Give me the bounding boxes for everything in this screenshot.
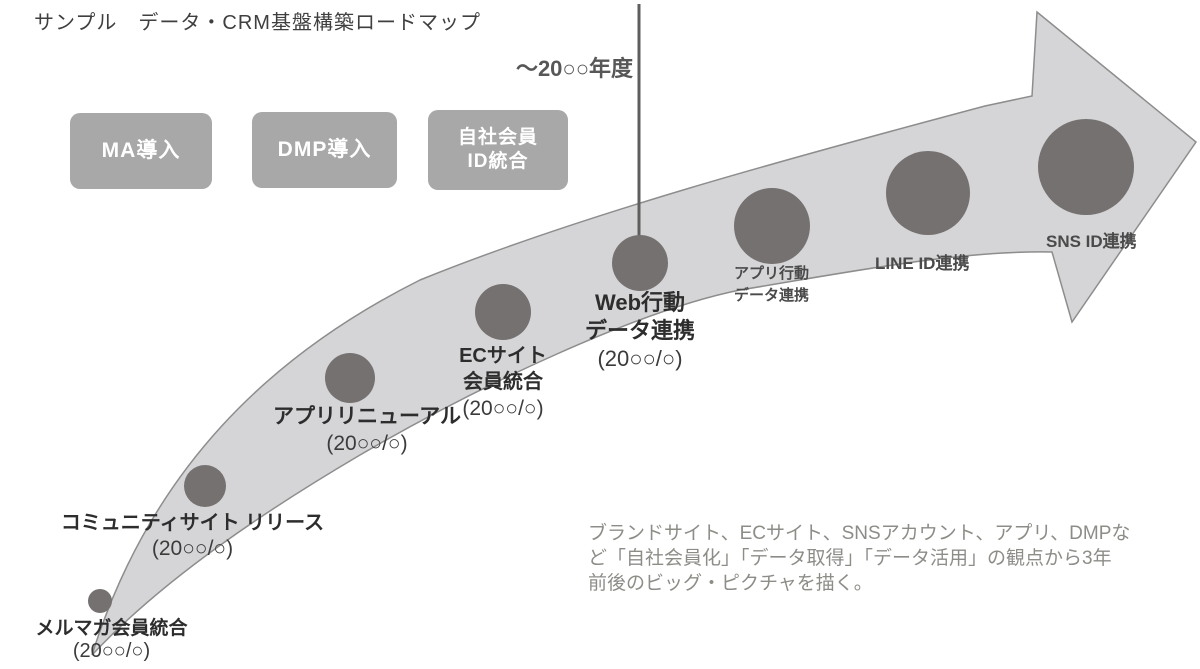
milestone-name: アプリリニューアル — [273, 405, 461, 428]
phase-box-ma: MA導入 — [70, 113, 212, 189]
description-note: ブランドサイト、ECサイト、SNSアカウント、アプリ、DMPな ど「自社会員化」… — [588, 521, 1200, 596]
milestone-label-web-behavior: Web行動 データ連携 (20○○/○) — [558, 289, 722, 372]
note-line: 前後のビッグ・ピクチャを描く。 — [588, 573, 873, 594]
milestone-label-ec-member: ECサイト 会員統合 (20○○/○) — [427, 343, 579, 421]
milestone-name: ECサイト — [459, 345, 547, 367]
milestone-dot-8 — [1038, 119, 1134, 215]
milestone-name: SNS ID連携 — [1046, 232, 1137, 251]
year-marker-label: ～20○○年度 — [515, 56, 633, 81]
milestone-label-app-renewal: アプリリニューアル (20○○/○) — [272, 400, 462, 456]
milestone-date: (20○○/○) — [326, 432, 408, 455]
milestone-dot-7 — [886, 151, 970, 235]
milestone-date: (20○○/○) — [597, 346, 683, 372]
milestone-name: 会員統合 — [463, 371, 543, 394]
milestone-label-mailmag: メルマガ会員統合 (20○○/○) — [19, 613, 204, 663]
milestone-dot-1 — [88, 589, 112, 613]
milestone-name: アプリ行動 — [734, 265, 810, 282]
phase-box-label: 自社会員 — [457, 127, 538, 149]
page-title: サンプル データ・CRM基盤構築ロードマップ — [34, 12, 481, 34]
milestone-name: データ連携 — [584, 318, 695, 344]
milestone-label-community: コミュニティサイト リリース (20○○/○) — [60, 506, 325, 561]
milestone-date: (20○○/○) — [462, 396, 544, 420]
milestone-dot-5 — [612, 235, 668, 291]
note-line: ブランドサイト、ECサイト、SNSアカウント、アプリ、DMPな — [588, 523, 1131, 544]
milestone-dot-3 — [325, 353, 375, 403]
milestone-name: メルマガ会員統合 — [35, 618, 188, 639]
milestone-name: データ連携 — [734, 286, 810, 304]
phase-box-label: MA導入 — [101, 138, 181, 162]
milestone-name: Web行動 — [594, 290, 686, 315]
milestone-dot-2 — [184, 465, 226, 507]
milestone-label-line-id: LINE ID連携 — [875, 249, 969, 274]
milestone-date: (20○○/○) — [151, 537, 234, 560]
milestone-name: コミュニティサイト リリース — [60, 512, 325, 534]
milestone-label-app-behavior: アプリ行動 データ連携 — [734, 263, 809, 307]
phase-box-label: ID統合 — [467, 151, 529, 172]
phase-box-member-id: 自社会員 ID統合 — [428, 110, 568, 190]
milestone-dot-4 — [475, 284, 531, 340]
milestone-label-sns-id: SNS ID連携 — [1046, 227, 1137, 252]
phase-box-dmp: DMP導入 — [252, 112, 397, 188]
note-line: ど「自社会員化」「データ取得」「データ活用」の観点から3年 — [588, 548, 1112, 569]
milestone-dot-6 — [734, 188, 810, 264]
milestone-name: LINE ID連携 — [875, 254, 970, 273]
milestone-date: (20○○/○) — [72, 640, 151, 662]
phase-box-label: DMP導入 — [277, 137, 372, 161]
